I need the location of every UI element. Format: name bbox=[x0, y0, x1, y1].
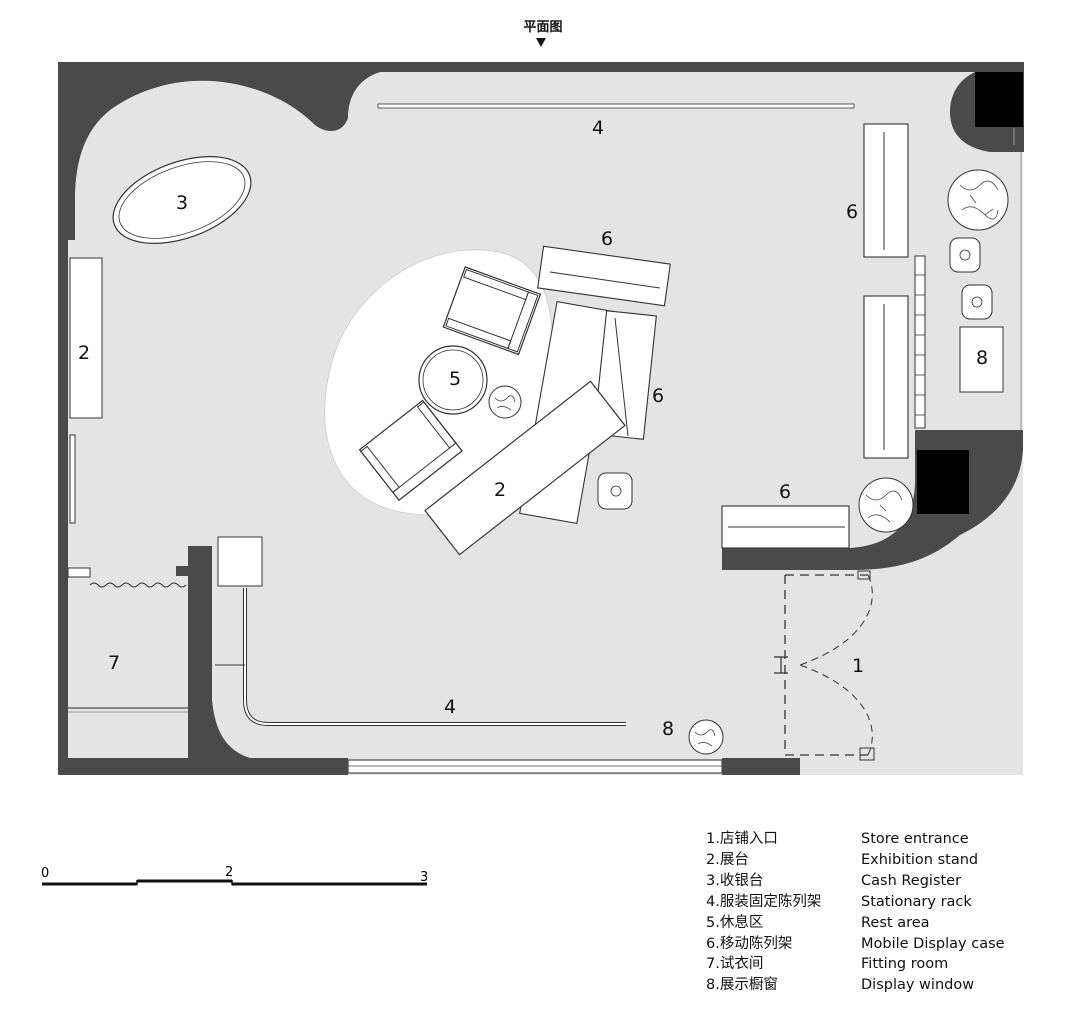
legend-zh: 7.试衣间 bbox=[706, 956, 764, 973]
legend-row: 2.展台 Exhibition stand bbox=[706, 850, 1036, 871]
legend-zh: 5.休息区 bbox=[706, 914, 764, 931]
legend-zh: 4.服装固定陈列架 bbox=[706, 893, 822, 910]
plant-icon bbox=[688, 719, 724, 755]
legend-zh: 1.店铺入口 bbox=[706, 831, 778, 847]
label-mobile-right: 6 bbox=[846, 201, 858, 223]
label-cash-register: 3 bbox=[176, 192, 188, 214]
scale-tick-0: 0 bbox=[41, 866, 49, 881]
legend-zh: 8.展示橱窗 bbox=[706, 977, 778, 994]
scale-tick-2: 2 bbox=[225, 865, 233, 880]
legend-row: 7.试衣间 Fitting room bbox=[706, 954, 1036, 975]
door-handle-icon bbox=[774, 656, 788, 674]
label-rack-top: 4 bbox=[592, 117, 604, 139]
storefront-glass bbox=[347, 759, 723, 774]
label-fitting-room: 7 bbox=[108, 652, 120, 674]
fitting-room-wall bbox=[188, 546, 250, 758]
legend-row: 8.展示橱窗 Display window bbox=[706, 975, 1036, 996]
legend-en: Exhibition stand bbox=[861, 851, 979, 868]
outer-walls bbox=[58, 62, 1024, 775]
legend-row: 1.店铺入口 Store entrance bbox=[706, 829, 1036, 850]
armchair-icon bbox=[358, 399, 463, 502]
round-table bbox=[418, 345, 488, 415]
label-window-bottom: 8 bbox=[662, 718, 674, 740]
stand-center bbox=[424, 380, 626, 556]
curtain-icon bbox=[89, 582, 187, 588]
plant-icon bbox=[488, 385, 522, 419]
rack-bottom bbox=[244, 588, 626, 725]
mobile-case-top bbox=[537, 245, 671, 307]
plant-icon bbox=[858, 477, 914, 533]
scale-tick-3: 3 bbox=[420, 870, 428, 885]
legend: 1.店铺入口 Store entrance 2.展台 Exhibition stan… bbox=[706, 829, 1036, 996]
pillar-box bbox=[217, 536, 263, 587]
rack-top bbox=[377, 103, 855, 109]
plant-icon bbox=[947, 169, 1009, 231]
legend-en: Cash Register bbox=[861, 872, 962, 889]
legend-row: 4.服装固定陈列架 Stationary rack bbox=[706, 892, 1036, 913]
legend-zh: 3.收银台 bbox=[706, 872, 764, 889]
entrance-door bbox=[784, 574, 868, 756]
label-mobile-mid: 6 bbox=[652, 385, 664, 407]
floor-plan: 平面图 bbox=[58, 20, 1024, 775]
cash-register bbox=[112, 156, 252, 244]
legend-zh: 6.移动陈列架 bbox=[706, 935, 793, 952]
corner-column-bottom bbox=[917, 450, 969, 514]
label-mobile-bottom: 6 bbox=[779, 481, 791, 503]
mobile-case-right-top bbox=[863, 123, 909, 258]
label-stand-left: 2 bbox=[78, 342, 90, 364]
corner-column-top bbox=[975, 72, 1023, 127]
legend-zh: 2.展台 bbox=[706, 851, 749, 868]
legend-row: 6.移动陈列架 Mobile Display case bbox=[706, 934, 1036, 955]
north-arrow-icon bbox=[536, 38, 546, 47]
label-window-right: 8 bbox=[976, 347, 988, 369]
display-window-box bbox=[959, 326, 1004, 393]
label-rack-bottom: 4 bbox=[444, 696, 456, 718]
stand-left bbox=[69, 257, 103, 419]
legend-en: Store entrance bbox=[861, 831, 969, 847]
label-entrance: 1 bbox=[852, 655, 864, 677]
label-stand-center: 2 bbox=[494, 479, 506, 501]
plan-title: 平面图 bbox=[523, 20, 562, 35]
mobile-case-right-bottom bbox=[863, 295, 909, 459]
scale-bar: 0 2 3 bbox=[41, 865, 428, 886]
legend-row: 5.休息区 Rest area bbox=[706, 913, 1036, 934]
armchair-icon bbox=[442, 266, 542, 356]
curved-wall-top-left bbox=[68, 72, 380, 240]
legend-en: Rest area bbox=[861, 914, 930, 931]
legend-en: Stationary rack bbox=[861, 893, 972, 910]
legend-en: Display window bbox=[861, 977, 975, 994]
legend-row: 3.收银台 Cash Register bbox=[706, 871, 1036, 892]
label-rest-area: 5 bbox=[449, 368, 461, 390]
legend-en: Mobile Display case bbox=[861, 935, 1005, 952]
label-mobile-top: 6 bbox=[601, 228, 613, 250]
legend-en: Fitting room bbox=[861, 956, 949, 973]
